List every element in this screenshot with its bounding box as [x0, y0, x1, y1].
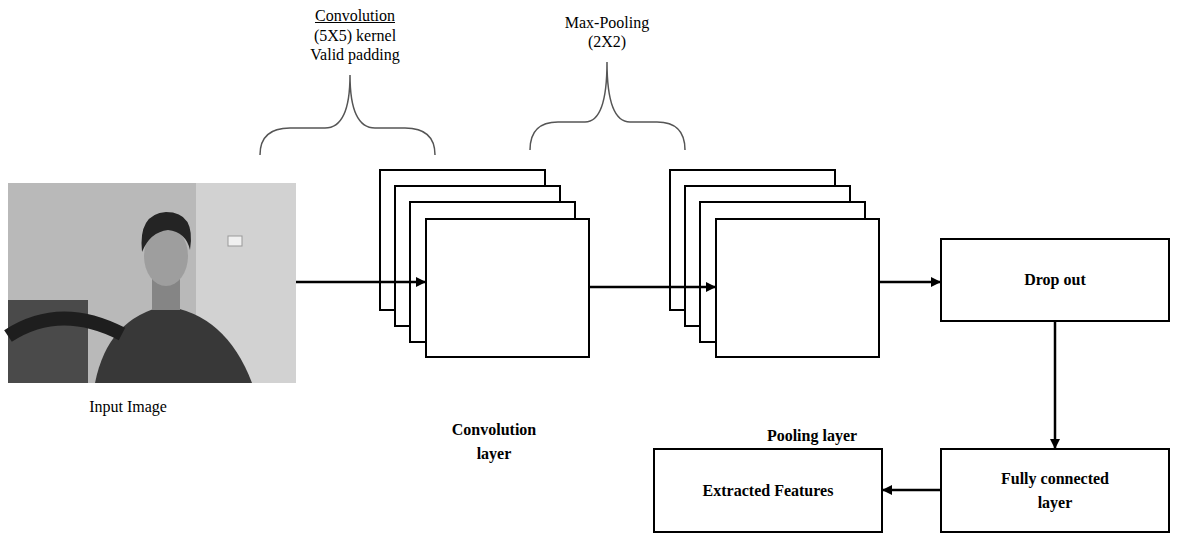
- light-switch: [228, 236, 242, 246]
- flow-arrow: [1054, 322, 1057, 448]
- photo-background: [8, 183, 296, 383]
- input-image: Input Image: [8, 183, 296, 383]
- annotation-label: Convolution: [315, 7, 395, 24]
- label-holder: Max-Pooling: [507, 13, 707, 32]
- label-holder: Valid padding: [255, 45, 455, 64]
- shirt: [95, 306, 252, 383]
- hair: [142, 212, 192, 252]
- flow-arrow: [296, 281, 425, 284]
- process-box: Fully connected layer: [940, 448, 1170, 533]
- process-box: Drop out: [940, 238, 1170, 322]
- flow-arrow: [590, 286, 715, 289]
- annotation-label: (2X2): [588, 33, 626, 50]
- annotation-label: Valid padding: [310, 46, 399, 63]
- annotation-label: Max-Pooling: [565, 14, 649, 31]
- node-caption: Pooling layer: [742, 424, 882, 448]
- process-box: Extracted Features: [653, 448, 883, 533]
- input-photo: [8, 183, 296, 383]
- box-label: Drop out: [1024, 268, 1086, 292]
- steering-wheel: [8, 318, 122, 336]
- caption-holder: Pooling layer: [742, 424, 882, 448]
- flow-arrow: [880, 281, 940, 284]
- label-holder: Convolution: [255, 6, 455, 25]
- layer-stack: Pooling layer: [715, 218, 880, 358]
- label-holder: (2X2): [507, 32, 707, 51]
- label-holder: (5X5) kernel: [255, 26, 455, 45]
- caption-holder: Input Image: [8, 395, 248, 419]
- annotation-label: (5X5) kernel: [314, 27, 396, 44]
- layer-stack: Convolution layer: [425, 218, 590, 358]
- caption-holder: Convolution layer: [449, 418, 539, 466]
- box-label: Extracted Features: [703, 479, 834, 503]
- node-caption: Convolution layer: [449, 418, 539, 466]
- flow-arrow: [883, 489, 940, 492]
- curly-brace: [530, 62, 685, 150]
- curly-brace: [260, 75, 435, 155]
- box-label: Fully connected layer: [985, 467, 1125, 515]
- node-caption: Input Image: [8, 395, 248, 419]
